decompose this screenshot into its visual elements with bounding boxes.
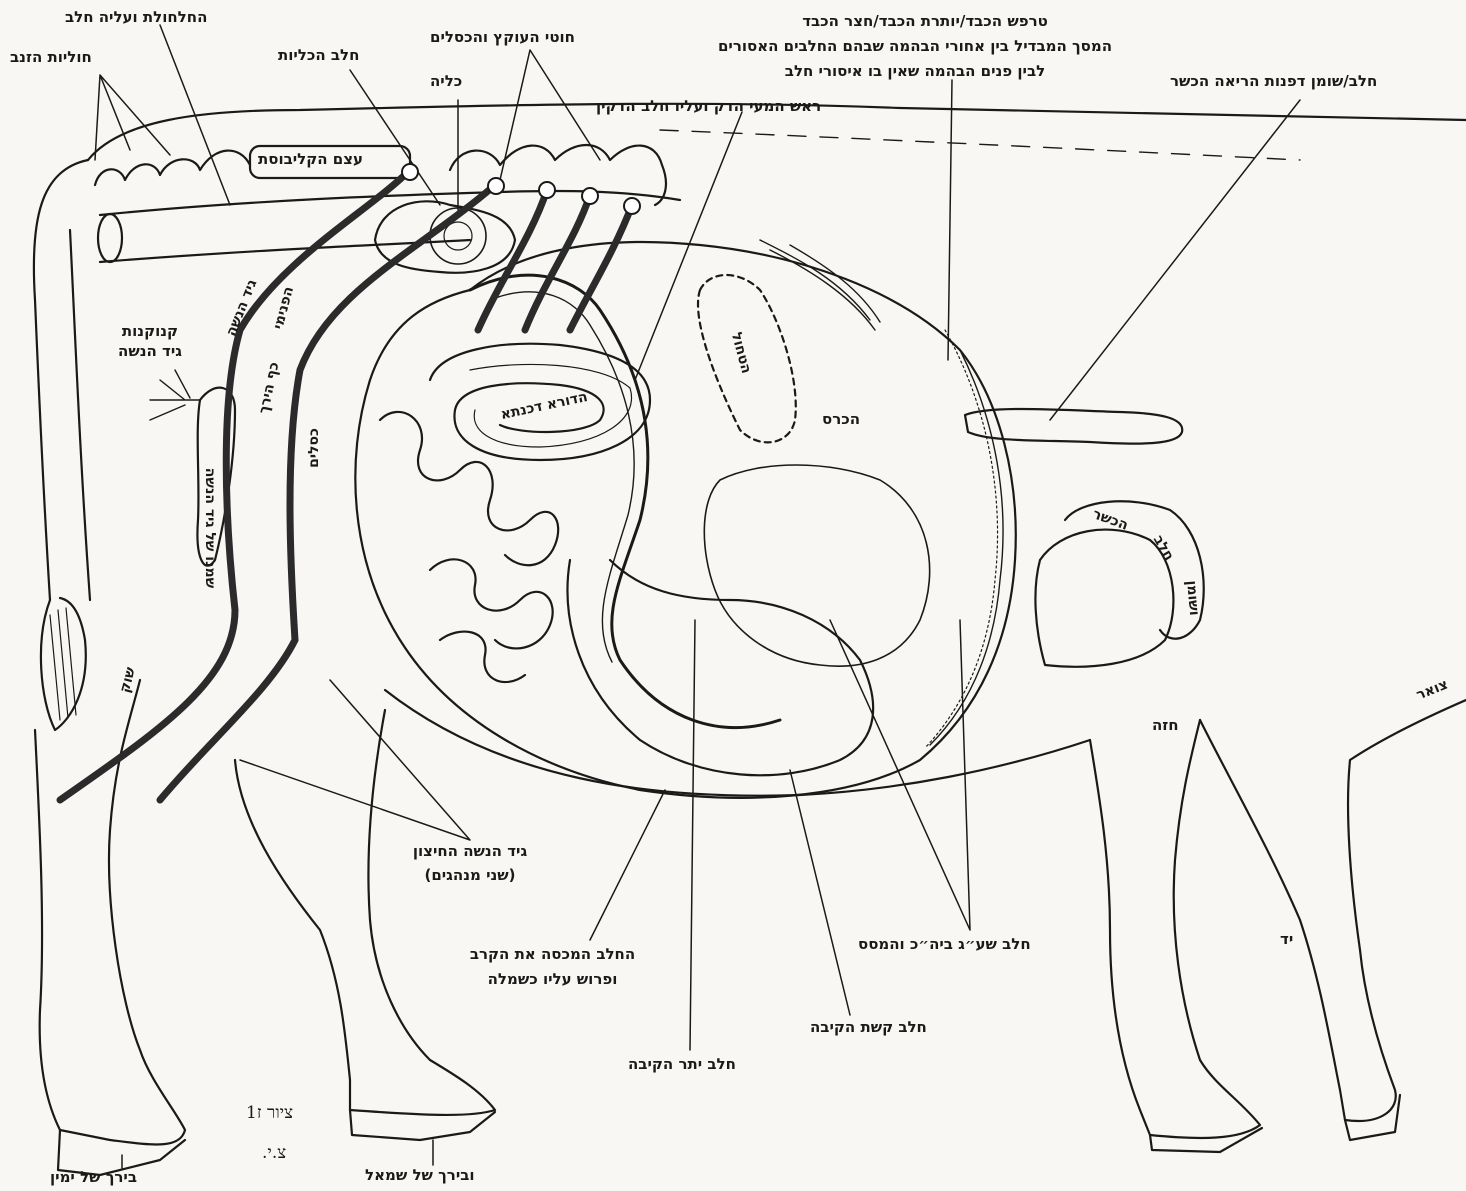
cavity-outline bbox=[355, 242, 1015, 798]
label-pelvis-bone: עצם הקליבוסת bbox=[258, 150, 363, 169]
ptr-threads bbox=[500, 50, 600, 180]
label-fat-ex: חלב שע״ג ביה״כ והמסס bbox=[858, 935, 1031, 954]
label-covering-fat-1: החלב המכסה את הקרב bbox=[445, 945, 660, 964]
ptr-fat-ex bbox=[830, 620, 970, 930]
kosher-fat-shape bbox=[1065, 501, 1204, 638]
label-vertebrae-fat: החלחולת ועליה חלב bbox=[65, 8, 207, 27]
label-tail-fat: חוליות הזנב bbox=[10, 48, 92, 67]
ptr-abomasum-extra bbox=[690, 620, 695, 1050]
front-leg-2 bbox=[1200, 700, 1466, 1121]
front-leg-1 bbox=[1090, 720, 1260, 1138]
label-lung-fat: חלב/שומן דפנות הריאה הכשר bbox=[1170, 72, 1377, 91]
label-abomasum-extra-fat: חלב יתר הקיבה bbox=[628, 1055, 736, 1074]
label-small-intestine-head: ראש המעי הדק ועליו חלב הדקין bbox=[596, 97, 821, 116]
tail-vertebrae bbox=[95, 151, 250, 185]
nerve-root-1 bbox=[402, 164, 418, 180]
label-liver-2: המסך המבדיל בין אחורי הבהמה שבהם החלבים … bbox=[655, 37, 1175, 56]
tail-tuft-lines bbox=[50, 608, 76, 720]
label-spine-threads: חוטי העוקץ והכסלים bbox=[430, 28, 575, 47]
label-initials: צ.י. bbox=[262, 1143, 286, 1164]
label-cecum: כסלים bbox=[306, 428, 322, 468]
back-dashes bbox=[660, 130, 1300, 160]
tail bbox=[34, 160, 90, 600]
ptr-tail bbox=[95, 75, 170, 160]
ptr-lung bbox=[1050, 100, 1300, 420]
label-sinew-branch-1: קנוקנות bbox=[110, 322, 190, 341]
label-right-thigh: בירך של ימין bbox=[50, 1168, 137, 1187]
label-outer-sinew-2: (שני מנהגים) bbox=[385, 866, 555, 885]
ptr-vertebrae bbox=[160, 25, 230, 205]
rear-leg-right bbox=[35, 680, 185, 1144]
label-sinew-branch-2: גיד הנשה bbox=[110, 342, 190, 361]
label-chest: חזה bbox=[1152, 716, 1179, 735]
rumen-inner bbox=[704, 465, 929, 666]
small-intestine bbox=[380, 412, 558, 682]
label-liver-3: לבין פנים הבהמה שאין בו איסורי חלב bbox=[745, 62, 1085, 81]
belly-line bbox=[385, 690, 1090, 796]
label-fat-of-sinew: שמנו של גיד הנשה bbox=[202, 468, 218, 588]
lung-fat-shape bbox=[965, 409, 1182, 444]
label-kosher-fat-3: ושומן bbox=[1183, 580, 1202, 616]
label-figure: ציור ז1 bbox=[246, 1103, 293, 1124]
label-left-thigh: ובירך של שמאל bbox=[365, 1166, 475, 1185]
label-kidney-fat: חלב הכליות bbox=[278, 46, 359, 65]
rear-leg-left bbox=[235, 710, 495, 1115]
ptr-abomasum-arc bbox=[790, 770, 850, 1015]
nerve-main bbox=[60, 170, 410, 800]
ptr-cover-fat bbox=[590, 790, 665, 940]
tail-bone-end bbox=[98, 214, 122, 262]
nerve-root-4 bbox=[582, 188, 598, 204]
label-foreleg: יד bbox=[1280, 930, 1293, 949]
ptr-outer-sinew bbox=[240, 680, 470, 840]
label-covering-fat-2: ופרוש עליו כשמלה bbox=[445, 970, 660, 989]
label-kidney: כליה bbox=[430, 72, 462, 91]
nerve-root-3 bbox=[539, 182, 555, 198]
label-liver-1: טרפש הכבד/יותרת הכבד/חצר הכבד bbox=[750, 12, 1100, 31]
scapula bbox=[1035, 530, 1173, 667]
label-outer-sinew-1: גיד הנשה החיצון bbox=[385, 842, 555, 861]
nerve-root-5 bbox=[624, 198, 640, 214]
nerve-branch bbox=[150, 370, 200, 420]
front-hooves bbox=[1150, 1095, 1400, 1152]
label-abomasum-arc-fat: חלב קשת הקיבה bbox=[810, 1018, 927, 1037]
abomasum bbox=[568, 560, 874, 775]
ptr-duodenum bbox=[635, 112, 742, 380]
ptr-liver bbox=[948, 80, 952, 360]
nerve-root-2 bbox=[488, 178, 504, 194]
label-rumen: הכרס bbox=[822, 410, 860, 429]
